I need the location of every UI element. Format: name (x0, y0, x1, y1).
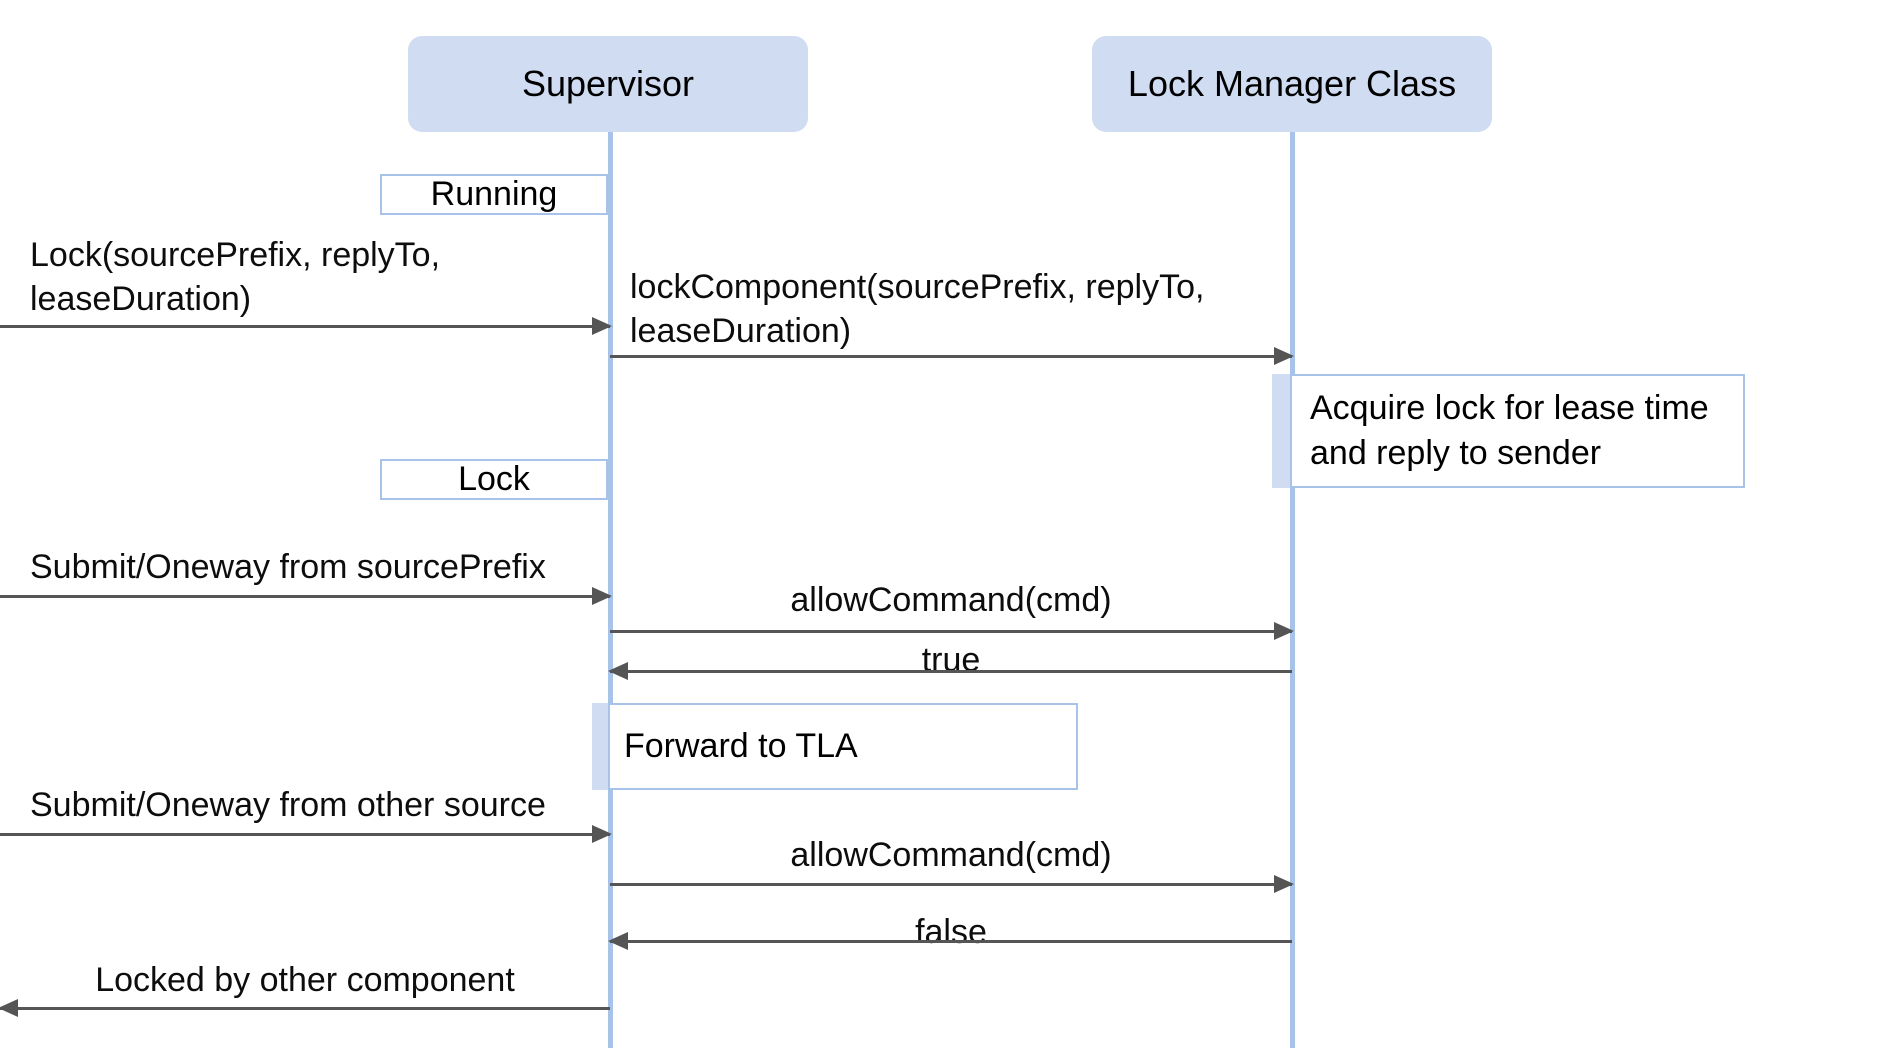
message-label-false: false (915, 913, 987, 951)
activation-supervisor-forward (592, 703, 612, 790)
arrow-line (0, 833, 610, 836)
message-label-lock-component: lockComponent(sourcePrefix, replyTo, lea… (630, 268, 1205, 351)
note-forward-to-tla[interactable]: Forward to TLA (608, 703, 1078, 790)
activation-lock-manager (1272, 374, 1292, 488)
arrow-head-right-icon (1274, 875, 1294, 893)
note-acquire-lock[interactable]: Acquire lock for lease time and reply to… (1290, 374, 1745, 488)
message-label-true: true (921, 641, 981, 679)
arrow-head-right-icon (592, 317, 612, 335)
message-label-locked-by-other: Locked by other component (95, 961, 515, 999)
message-label-lock: Lock(sourcePrefix, replyTo, leaseDuratio… (30, 236, 441, 319)
arrow-head-right-icon (592, 587, 612, 605)
arrow-line (0, 325, 610, 328)
participant-lock-manager[interactable]: Lock Manager Class (1092, 36, 1492, 132)
state-box-lock[interactable]: Lock (380, 459, 608, 500)
lifeline-lock-manager (1290, 132, 1295, 1048)
arrow-head-left-icon (608, 932, 628, 950)
arrow-line (610, 670, 1292, 673)
message-label-submit-source-prefix: Submit/Oneway from sourcePrefix (30, 548, 546, 586)
arrow-line (0, 1007, 610, 1010)
arrow-line (610, 883, 1292, 886)
arrow-head-left-icon (608, 662, 628, 680)
arrow-line (610, 355, 1292, 358)
arrow-head-right-icon (592, 825, 612, 843)
state-box-running[interactable]: Running (380, 174, 608, 215)
note-acquire-lock-line2: and reply to sender (1310, 434, 1602, 472)
arrow-head-right-icon (1274, 347, 1294, 365)
arrow-line (610, 940, 1292, 943)
note-forward-to-tla-line1: Forward to TLA (624, 727, 858, 766)
state-box-running-label: Running (430, 175, 558, 213)
arrow-line (610, 630, 1292, 633)
state-box-lock-label: Lock (458, 460, 530, 498)
participant-supervisor[interactable]: Supervisor (408, 36, 808, 132)
participant-lock-manager-label: Lock Manager Class (1127, 63, 1457, 105)
message-label-submit-other-source: Submit/Oneway from other source (30, 786, 546, 824)
note-acquire-lock-line1: Acquire lock for lease time (1310, 389, 1709, 428)
arrow-head-right-icon (1274, 622, 1294, 640)
message-label-allow-command-2: allowCommand(cmd) (790, 836, 1112, 874)
arrow-line (0, 595, 610, 598)
arrow-head-left-icon (0, 999, 18, 1017)
message-label-allow-command-1: allowCommand(cmd) (790, 581, 1112, 619)
participant-supervisor-label: Supervisor (521, 63, 695, 105)
